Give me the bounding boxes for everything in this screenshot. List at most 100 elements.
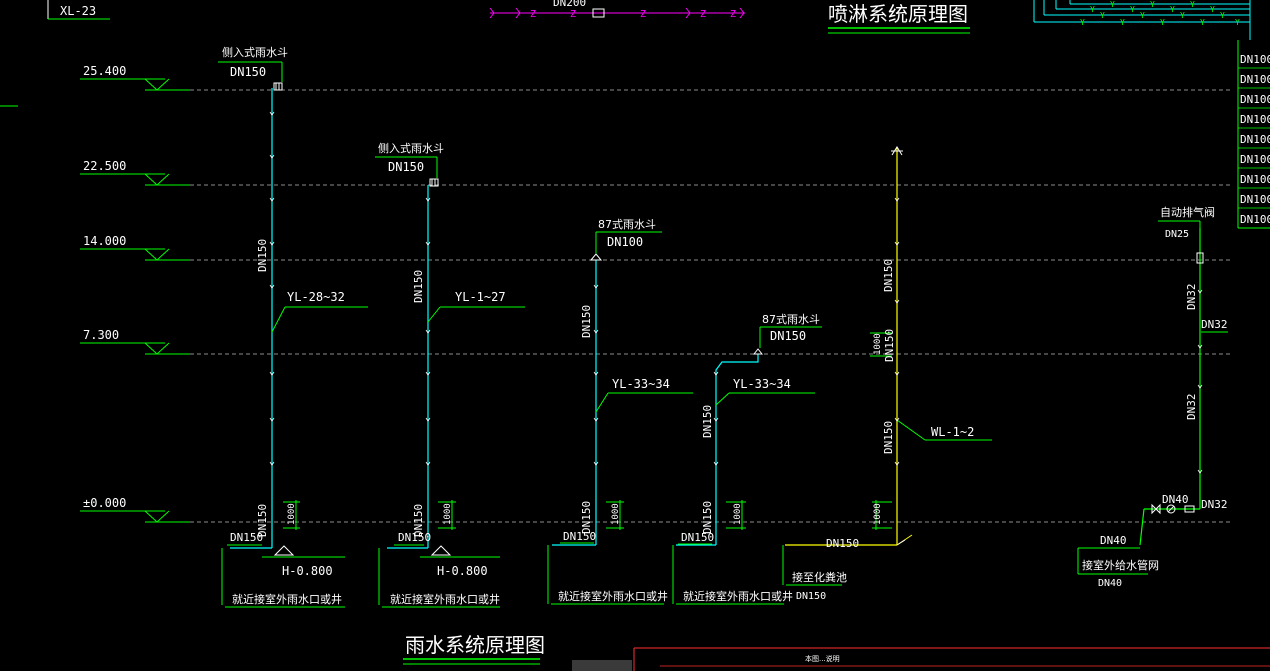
- svg-text:Z: Z: [730, 9, 736, 20]
- top-left-label: XL-23: [60, 4, 96, 18]
- level-label-7300: 7.300: [83, 328, 119, 342]
- stack4-note: 就近接室外雨水口或井: [683, 589, 793, 603]
- stack3-riser-size: DN150: [580, 305, 593, 338]
- stack1-invert: H-0.800: [282, 564, 333, 578]
- stack1-bottom-height: 1000: [287, 503, 297, 525]
- stack5-outlet-size: DN150: [826, 537, 859, 550]
- sprinkler-title: 喷淋系统原理图: [828, 2, 968, 26]
- svg-text:Z: Z: [570, 9, 576, 20]
- svg-text:Y: Y: [1235, 18, 1240, 27]
- stack5-labels: DN150 1000 DN150 DN150 WL-1~2 1000 DN150…: [782, 259, 992, 602]
- stack4-inlet-name: 87式雨水斗: [762, 313, 820, 326]
- top-pipe: DN200 Z Z Z Z Z: [489, 0, 745, 20]
- stack3-inlet-size: DN100: [607, 235, 643, 249]
- level-label-14000: 14.000: [83, 234, 126, 248]
- stack2-invert: H-0.800: [437, 564, 488, 578]
- top-pipe-label: DN200: [553, 0, 586, 9]
- stack2-riser-size: DN150: [412, 270, 425, 303]
- stack2-note: 就近接室外雨水口或井: [390, 592, 500, 606]
- water-supply-riser[interactable]: [1139, 228, 1204, 546]
- svg-text:Y: Y: [1080, 18, 1085, 27]
- water-supply-labels: 自动排气阀 DN25 DN32 DN32 DN32 DN40 DN32 DN40…: [1077, 205, 1228, 589]
- level-0000: ±0.000: [80, 496, 1230, 523]
- svg-text:Y: Y: [1140, 11, 1145, 20]
- pipe-tick-marks: [269, 111, 1203, 474]
- svg-text:Y: Y: [1210, 5, 1215, 14]
- svg-text:Y: Y: [1200, 18, 1205, 27]
- svg-text:Y: Y: [1120, 18, 1125, 27]
- water-vent-name: 自动排气阀: [1160, 205, 1215, 219]
- right-label-6: DN100: [1240, 153, 1270, 166]
- level-25400: 25.400: [80, 64, 1230, 91]
- right-label-9: DN100: [1240, 213, 1270, 226]
- stack5-mid-height: 1000: [873, 333, 883, 355]
- water-note-size: DN40: [1098, 578, 1122, 589]
- svg-text:Y: Y: [1090, 5, 1095, 14]
- right-label-3: DN100: [1240, 93, 1270, 106]
- stack5-riser[interactable]: [785, 146, 913, 546]
- water-riser-c: DN32: [1185, 394, 1198, 421]
- stack1-inlet-name: 侧入式雨水斗: [222, 46, 288, 59]
- stack4-riser-size: DN150: [701, 405, 714, 438]
- right-column-list: DN100 DN100 DN100 DN100 DN100 DN100 DN10…: [1237, 40, 1270, 229]
- water-vent-size: DN25: [1165, 229, 1189, 240]
- stack2-bottom-height: 1000: [443, 503, 453, 525]
- stack2-inlet-size: DN150: [388, 160, 424, 174]
- level-label-22500: 22.500: [83, 159, 126, 173]
- right-label-5: DN100: [1240, 133, 1270, 146]
- stack4-riser[interactable]: [676, 348, 764, 546]
- stack5-note: 接至化粪池: [792, 570, 847, 584]
- level-22500: 22.500: [80, 159, 1230, 186]
- stack1-outlet-size: DN150: [230, 531, 263, 544]
- stack5-bottom-height: 1000: [873, 503, 883, 525]
- svg-text:Y: Y: [1220, 11, 1225, 20]
- sprinkler-network: [1033, 0, 1251, 40]
- stack5-riser-size-lower: DN150: [882, 421, 895, 454]
- stack3-note: 就近接室外雨水口或井: [558, 589, 668, 603]
- stack2-tag: YL-1~27: [455, 290, 506, 304]
- stack3-riser[interactable]: [552, 253, 603, 546]
- stack1-riser[interactable]: [230, 82, 295, 556]
- svg-text:Y: Y: [1190, 0, 1195, 9]
- water-note: 接室外给水管网: [1082, 558, 1159, 572]
- level-14000: 14.000: [80, 234, 1230, 261]
- svg-text:Y: Y: [1150, 0, 1155, 9]
- water-riser-a: DN32: [1185, 284, 1198, 311]
- right-label-8: DN100: [1240, 193, 1270, 206]
- level-7300: 7.300: [80, 328, 1230, 355]
- stack2-riser[interactable]: [387, 178, 452, 556]
- stack4-tag: YL-33~34: [733, 377, 791, 391]
- stack3-outlet-size: DN150: [563, 530, 596, 543]
- stack2-bottom-riser-size: DN150: [412, 504, 425, 537]
- right-label-1: DN100: [1240, 53, 1270, 66]
- stack5-riser-size-upper: DN150: [882, 259, 895, 292]
- stack1-inlet-size: DN150: [230, 65, 266, 79]
- svg-text:Z: Z: [530, 9, 536, 20]
- bottom-note: 本图...说明: [805, 654, 840, 663]
- stack3-bottom-riser-size: DN150: [580, 501, 593, 534]
- right-label-4: DN100: [1240, 113, 1270, 126]
- svg-text:Y: Y: [1180, 11, 1185, 20]
- rain-title-block: 雨水系统原理图: [403, 633, 545, 665]
- stack4-inlet-size: DN150: [770, 329, 806, 343]
- stack5-tag: WL-1~2: [931, 425, 974, 439]
- stack5-riser-size-mid: DN150: [883, 329, 896, 362]
- water-riser-b: DN32: [1201, 318, 1228, 331]
- stack4-labels: 87式雨水斗 DN150 DN150 YL-33~34 DN150 1000 D…: [672, 313, 822, 605]
- rain-title: 雨水系统原理图: [405, 633, 545, 657]
- stack3-labels: 87式雨水斗 DN100 DN150 YL-33~34 DN150 1000 D…: [547, 218, 693, 605]
- stack4-bottom-height: 1000: [733, 503, 743, 525]
- stack2-labels: 侧入式雨水斗 DN150 DN150 YL-1~27 DN150 1000 DN…: [375, 142, 525, 608]
- sprinkler-title-block: 喷淋系统原理图: [828, 2, 970, 34]
- water-meter-size: DN40: [1162, 493, 1189, 506]
- level-label-25400: 25.400: [83, 64, 126, 78]
- right-label-7: DN100: [1240, 173, 1270, 186]
- stack3-inlet-name: 87式雨水斗: [598, 218, 656, 231]
- right-label-2: DN100: [1240, 73, 1270, 86]
- svg-text:Y: Y: [1130, 5, 1135, 14]
- stack1-bottom-riser-size: DN150: [256, 504, 269, 537]
- stack2-inlet-name: 侧入式雨水斗: [378, 142, 444, 155]
- stack1-labels: 侧入式雨水斗 DN150 DN150 YL-28~32 DN150 1000 D…: [218, 46, 368, 608]
